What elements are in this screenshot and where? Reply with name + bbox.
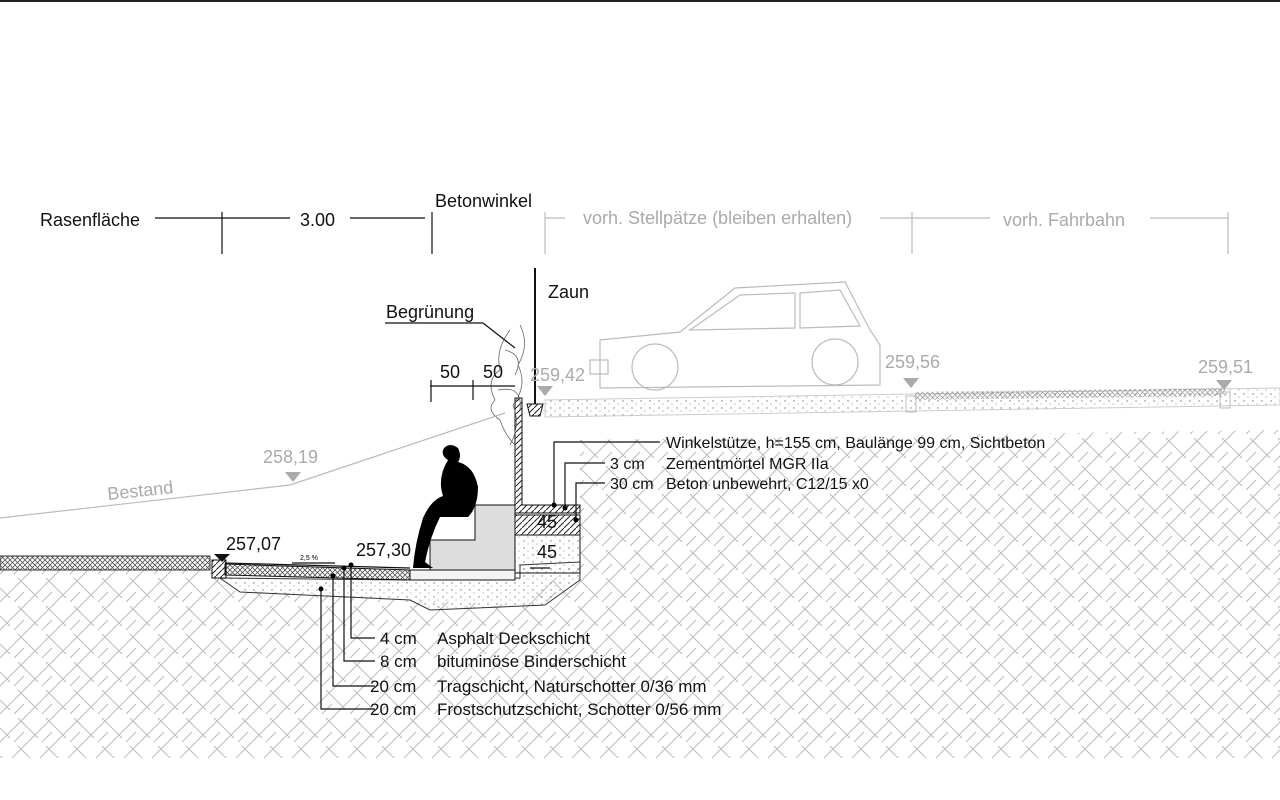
callout-leaders-right (551, 441, 660, 523)
angle-wall (514, 397, 581, 514)
label-zaun: Zaun (548, 282, 589, 302)
label-begruenung: Begrünung (386, 302, 474, 322)
asphalt-layers (224, 563, 411, 581)
bench-base (409, 569, 516, 581)
label-dim-45a: 45 (537, 512, 557, 532)
callout-bottom-3-thickness: 20 cm (370, 677, 416, 696)
car-outline (589, 281, 881, 391)
callout-right-3-thickness: 30 cm (610, 476, 654, 493)
elevation-1: 259,42 (530, 365, 585, 385)
callout-right-2-thickness: 3 cm (610, 456, 645, 473)
curb-road-a (905, 395, 917, 413)
callout-bottom-2-thickness: 8 cm (380, 652, 417, 671)
planting-shrub (490, 324, 525, 446)
callout-bottom-1-thickness: 4 cm (380, 629, 417, 648)
label-rasenflaeche: Rasenfläche (40, 210, 140, 230)
label-betonwinkel: Betonwinkel (435, 191, 532, 211)
callout-right-3-text: Beton unbewehrt, C12/15 x0 (666, 476, 869, 493)
road-surface (915, 388, 1225, 400)
elevation-4: 258,19 (263, 447, 318, 467)
curb-road-b (1219, 391, 1231, 409)
callout-right-1-text: Winkelstütze, h=155 cm, Baulänge 99 cm, … (666, 435, 1045, 452)
label-slope: 2,5 % (300, 555, 318, 562)
label-dim-50a: 50 (440, 362, 460, 382)
callout-bottom-1-text: Asphalt Deckschicht (437, 629, 590, 648)
label-dim-45b: 45 (537, 542, 557, 562)
existing-soil (0, 430, 1280, 758)
label-fahrbahn: vorh. Fahrbahn (1003, 210, 1125, 230)
callout-bottom-3-text: Tragschicht, Naturschotter 0/36 mm (437, 677, 707, 696)
label-bestand: Bestand (106, 477, 174, 504)
callout-right-2-text: Zementmörtel MGR IIa (666, 456, 829, 473)
dimension-line-top (155, 212, 1229, 254)
curb-left (211, 559, 227, 579)
fence-post-base (526, 403, 544, 417)
grass-strip (0, 555, 211, 571)
elevation-6: 257,30 (356, 540, 411, 560)
callout-bottom-4-thickness: 20 cm (370, 700, 416, 719)
elevation-2: 259,56 (885, 352, 940, 372)
callout-bottom-4-text: Frostschutzschicht, Schotter 0/56 mm (437, 700, 721, 719)
label-stellplaetze: vorh. Stellpätze (bleiben erhalten) (583, 208, 852, 228)
elevation-3: 259,51 (1198, 357, 1253, 377)
label-width-dim: 3.00 (300, 210, 335, 230)
seated-person-silhouette (413, 445, 478, 568)
foundation-lower (514, 534, 581, 574)
callout-bottom-2-text: bituminöse Binderschicht (437, 652, 626, 671)
label-dim-50b: 50 (483, 362, 503, 382)
existing-terrain-line (0, 412, 506, 519)
elevation-5: 257,07 (226, 534, 281, 554)
callout-leaders-bottom (318, 562, 375, 710)
